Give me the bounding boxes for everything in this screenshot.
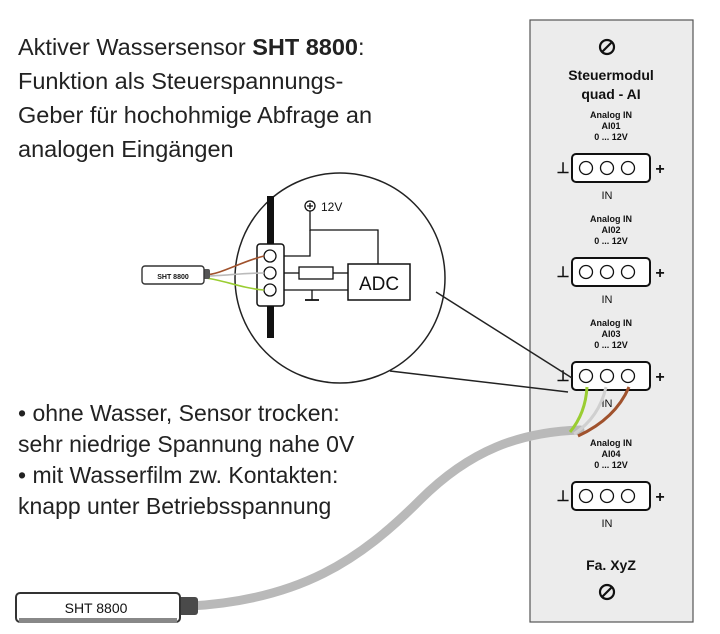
supply-label: 12V — [321, 200, 342, 214]
terminal-screw — [620, 160, 636, 176]
input-id-label: AI04 — [601, 449, 620, 459]
minus-symbol: ⊥ — [556, 368, 569, 385]
module-footer: Fa. XyZ — [586, 557, 636, 573]
terminal-screw — [599, 264, 615, 280]
input-range-label: 0 ... 12V — [594, 236, 628, 246]
note-line-2: sehr niedrige Spannung nahe 0V — [18, 431, 355, 457]
title-line-2: Funktion als Steuerspannungs- — [18, 68, 344, 94]
input-in-label: IN — [602, 294, 613, 306]
input-range-label: 0 ... 12V — [594, 132, 628, 142]
terminal-screw — [599, 368, 615, 384]
input-in-label: IN — [602, 398, 613, 410]
terminal-screw — [620, 488, 636, 504]
input-type-label: Analog IN — [590, 214, 632, 224]
plus-symbol: + — [655, 161, 664, 178]
input-id-label: AI02 — [601, 225, 620, 235]
input-id-label: AI03 — [601, 329, 620, 339]
plus-symbol: + — [655, 369, 664, 386]
module-title-2: quad - AI — [581, 86, 640, 102]
title-text: Aktiver Wassersensor SHT 8800: Funktion … — [18, 30, 372, 166]
adc-label: ADC — [359, 274, 399, 295]
title-line-1: Aktiver Wassersensor SHT 8800: — [18, 34, 365, 60]
terminal-screw — [620, 264, 636, 280]
behaviour-notes: • ohne Wasser, Sensor trocken: sehr nied… — [18, 398, 354, 522]
sensor-small-label: SHT 8800 — [157, 274, 189, 281]
minus-symbol: ⊥ — [556, 488, 569, 505]
note-line-3: • mit Wasserfilm zw. Kontakten: — [18, 462, 339, 488]
input-type-label: Analog IN — [590, 318, 632, 328]
plus-symbol: + — [655, 265, 664, 282]
input-in-label: IN — [602, 190, 613, 202]
terminal-screw — [578, 488, 594, 504]
title-model: SHT 8800 — [252, 34, 358, 60]
sensor-label: SHT 8800 — [65, 600, 128, 616]
sensor-body: SHT 8800 — [15, 592, 198, 623]
screw-bottom-icon — [598, 583, 616, 601]
note-line-4: knapp unter Betriebsspannung — [18, 493, 332, 519]
zoom-callout — [234, 172, 573, 393]
terminal-screw — [620, 368, 636, 384]
sensor-cable — [185, 386, 631, 611]
input-type-label: Analog IN — [590, 110, 632, 120]
circuit-detail: SHT 8800 12V ADC — [141, 196, 411, 338]
input-range-label: 0 ... 12V — [594, 340, 628, 350]
input-type-label: Analog IN — [590, 438, 632, 448]
minus-symbol: ⊥ — [556, 160, 569, 177]
title-line-3: Geber für hochohmige Abfrage an — [18, 102, 373, 128]
module-title-1: Steuermodul — [568, 67, 654, 83]
minus-symbol: ⊥ — [556, 264, 569, 281]
note-line-1: • ohne Wasser, Sensor trocken: — [18, 400, 340, 426]
screw-top-icon — [598, 38, 616, 56]
terminal-screw — [578, 264, 594, 280]
terminal-screw — [578, 368, 594, 384]
input-id-label: AI01 — [601, 121, 620, 131]
terminal-screw — [578, 160, 594, 176]
input-range-label: 0 ... 12V — [594, 460, 628, 470]
terminal-screw — [599, 160, 615, 176]
plus-symbol: + — [655, 489, 664, 506]
terminal-screw — [599, 488, 615, 504]
input-in-label: IN — [602, 518, 613, 530]
title-line-4: analogen Eingängen — [18, 136, 234, 162]
